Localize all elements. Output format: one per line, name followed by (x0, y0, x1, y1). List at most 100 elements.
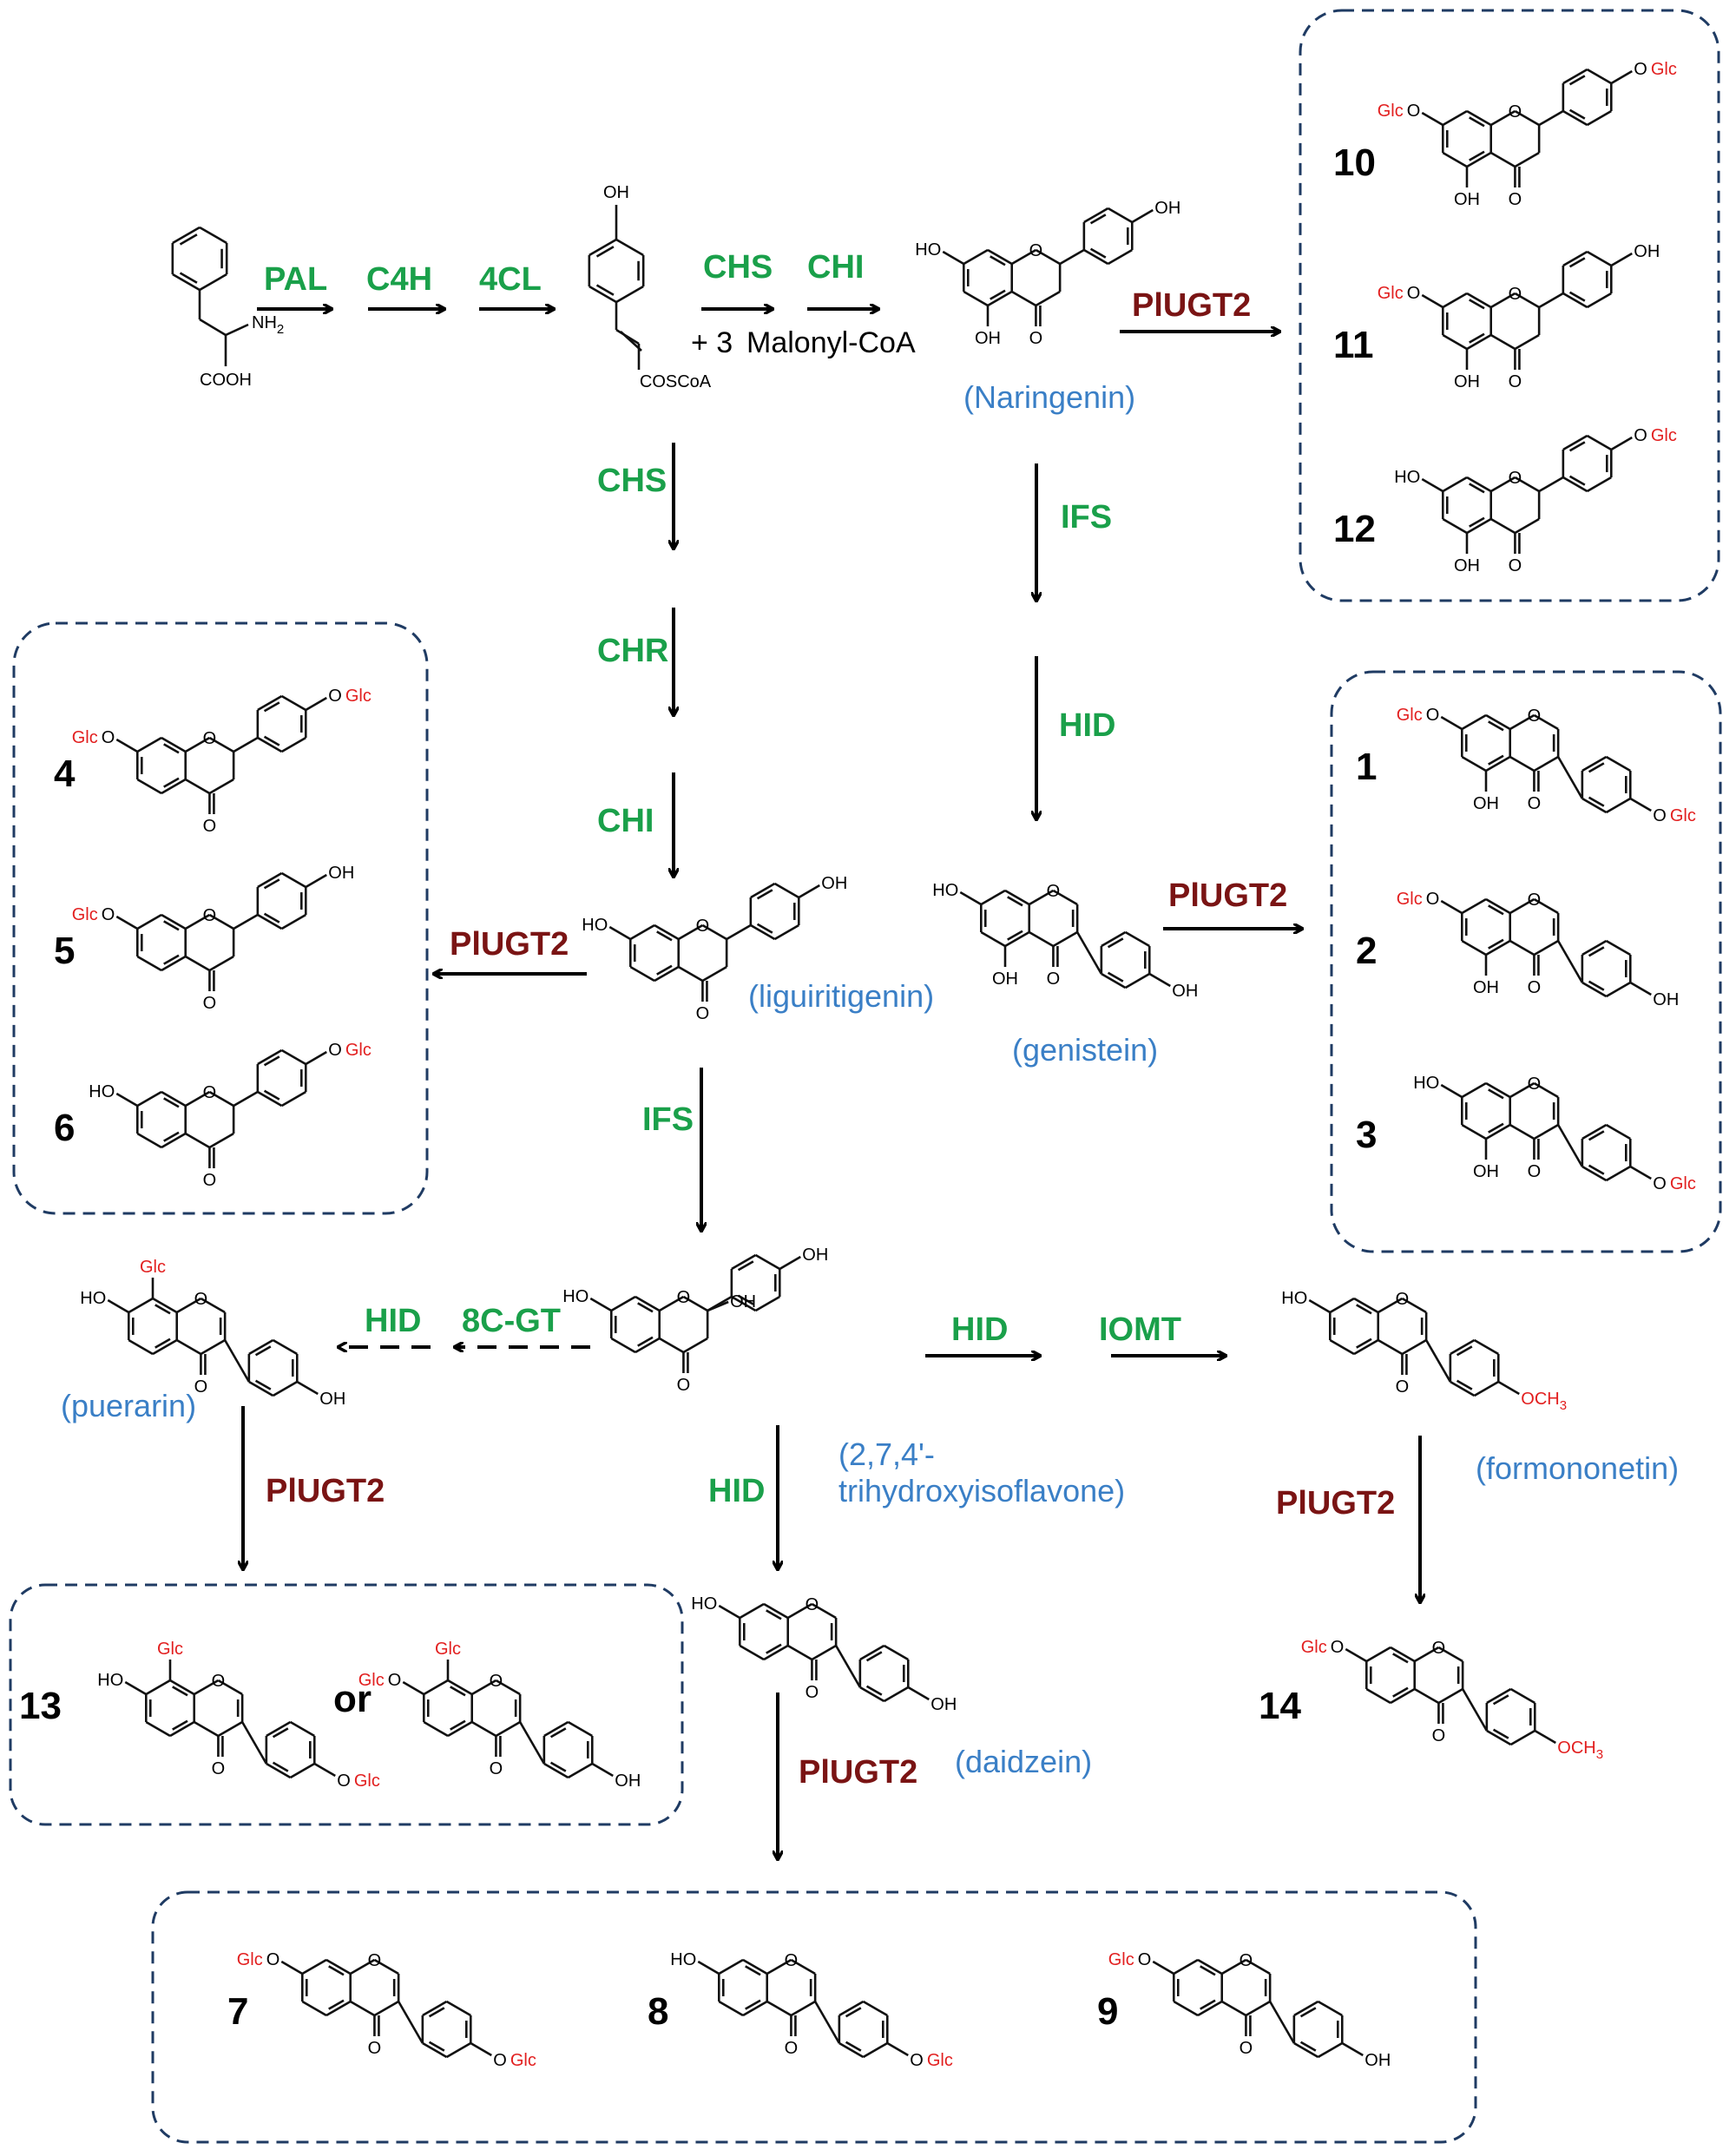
ring-oxygen: O (1396, 1290, 1410, 1309)
ring-oxygen: O (1528, 1075, 1542, 1094)
substituent-5: OH (992, 970, 1018, 989)
carbonyl-oxygen: O (1528, 1162, 1542, 1181)
compound-number-12: 12 (1333, 508, 1376, 550)
substituent-4prime: OH (821, 874, 847, 893)
ring-oxygen: O (696, 917, 710, 936)
substituent-4prime: OH (1172, 982, 1198, 1001)
carbonyl-oxygen: O (203, 817, 217, 836)
compound-number-3: 3 (1356, 1114, 1377, 1156)
name-thi-line1: (2,7,4'- (838, 1436, 935, 1472)
compound-number-10: 10 (1333, 141, 1376, 184)
substituent-5: OH (1473, 978, 1499, 997)
substituent-4prime: OH (1653, 990, 1679, 1009)
ring-oxygen: O (212, 1672, 226, 1691)
label-8cgt: 8C-GT (462, 1303, 561, 1339)
carbonyl-oxygen: O (1396, 1377, 1410, 1397)
label-hid-formononetin: HID (951, 1311, 1008, 1348)
substituent-4prime: OH (930, 1695, 957, 1714)
carbonyl-oxygen: O (203, 994, 217, 1013)
ring-oxygen: O (1528, 707, 1542, 726)
substituent-7: HO (89, 1082, 115, 1101)
ring-oxygen: O (1240, 1951, 1253, 1970)
carbonyl-oxygen: O (785, 2039, 799, 2058)
label-c4h: C4H (366, 261, 432, 298)
ring-oxygen: O (368, 1951, 382, 1970)
carbonyl-oxygen: O (1528, 978, 1542, 997)
substituent-7: HO (80, 1289, 106, 1308)
carbonyl-oxygen: O (1509, 556, 1522, 575)
substituent-4prime: OH (1364, 2051, 1391, 2070)
carbonyl-oxygen: O (1029, 329, 1043, 348)
carbonyl-oxygen: O (806, 1683, 819, 1702)
substituent-4prime: OH (802, 1246, 828, 1265)
label-iomt: IOMT (1099, 1311, 1181, 1348)
name-liquiritigenin: (liguiritigenin) (748, 978, 934, 1014)
carbonyl-oxygen: O (1509, 190, 1522, 209)
ring-oxygen: O (203, 1083, 217, 1102)
ring-oxygen: O (490, 1672, 503, 1691)
substituent-8: Glc (157, 1640, 183, 1659)
name-thi-line2: trihydroxyisoflavone) (838, 1473, 1125, 1509)
name-puerarin: (puerarin) (61, 1388, 196, 1423)
carbonyl-oxygen: O (212, 1759, 226, 1778)
arrows (243, 309, 1420, 1859)
box-liquiritigenin-products (12, 621, 429, 1215)
substituent-7: HO (691, 1594, 717, 1614)
ring-oxygen: O (203, 729, 217, 748)
label-ugt-genistein: PlUGT2 (1168, 878, 1287, 914)
substituent-4prime: OCH3 (1557, 1739, 1603, 1762)
substituent-8: Glc (140, 1258, 166, 1277)
ring-oxygen: O (194, 1290, 208, 1309)
label-chs-top: CHS (703, 249, 773, 286)
substituent-4prime: OH (1154, 199, 1180, 218)
label-pal: PAL (264, 261, 327, 298)
label-ifs-left: IFS (642, 1101, 694, 1138)
substituent-5: OH (1473, 1162, 1499, 1181)
ring-oxygen: O (785, 1951, 799, 1970)
substituent-7: HO (97, 1671, 123, 1690)
compound-number-5: 5 (54, 930, 75, 972)
substituent-4prime: OH (319, 1390, 345, 1409)
thioester-group: COSCoA (640, 372, 712, 391)
carbonyl-oxygen: O (1509, 372, 1522, 391)
ring-oxygen: O (677, 1288, 691, 1307)
substituent-5: OH (975, 329, 1001, 348)
carbonyl-oxygen: O (368, 2039, 382, 2058)
carbonyl-oxygen: O (677, 1376, 691, 1395)
substituent-5: OH (1454, 556, 1480, 575)
compound-number-7: 7 (227, 1990, 248, 2033)
label-ugt-formononetin: PlUGT2 (1276, 1485, 1395, 1522)
label-chr: CHR (597, 633, 668, 669)
carbonyl-oxygen: O (1240, 2039, 1253, 2058)
carbonyl-oxygen: O (1047, 970, 1061, 989)
substituent-7: HO (562, 1287, 589, 1306)
compound-number-11: 11 (1333, 324, 1374, 366)
label-chi-left: CHI (597, 803, 654, 839)
substituent-7: HO (932, 881, 958, 900)
amino-group: NH2 (252, 313, 284, 337)
ring-oxygen: O (203, 906, 217, 925)
box-puerarin-products (9, 1583, 684, 1826)
label-hid-daidzein: HID (708, 1473, 765, 1509)
